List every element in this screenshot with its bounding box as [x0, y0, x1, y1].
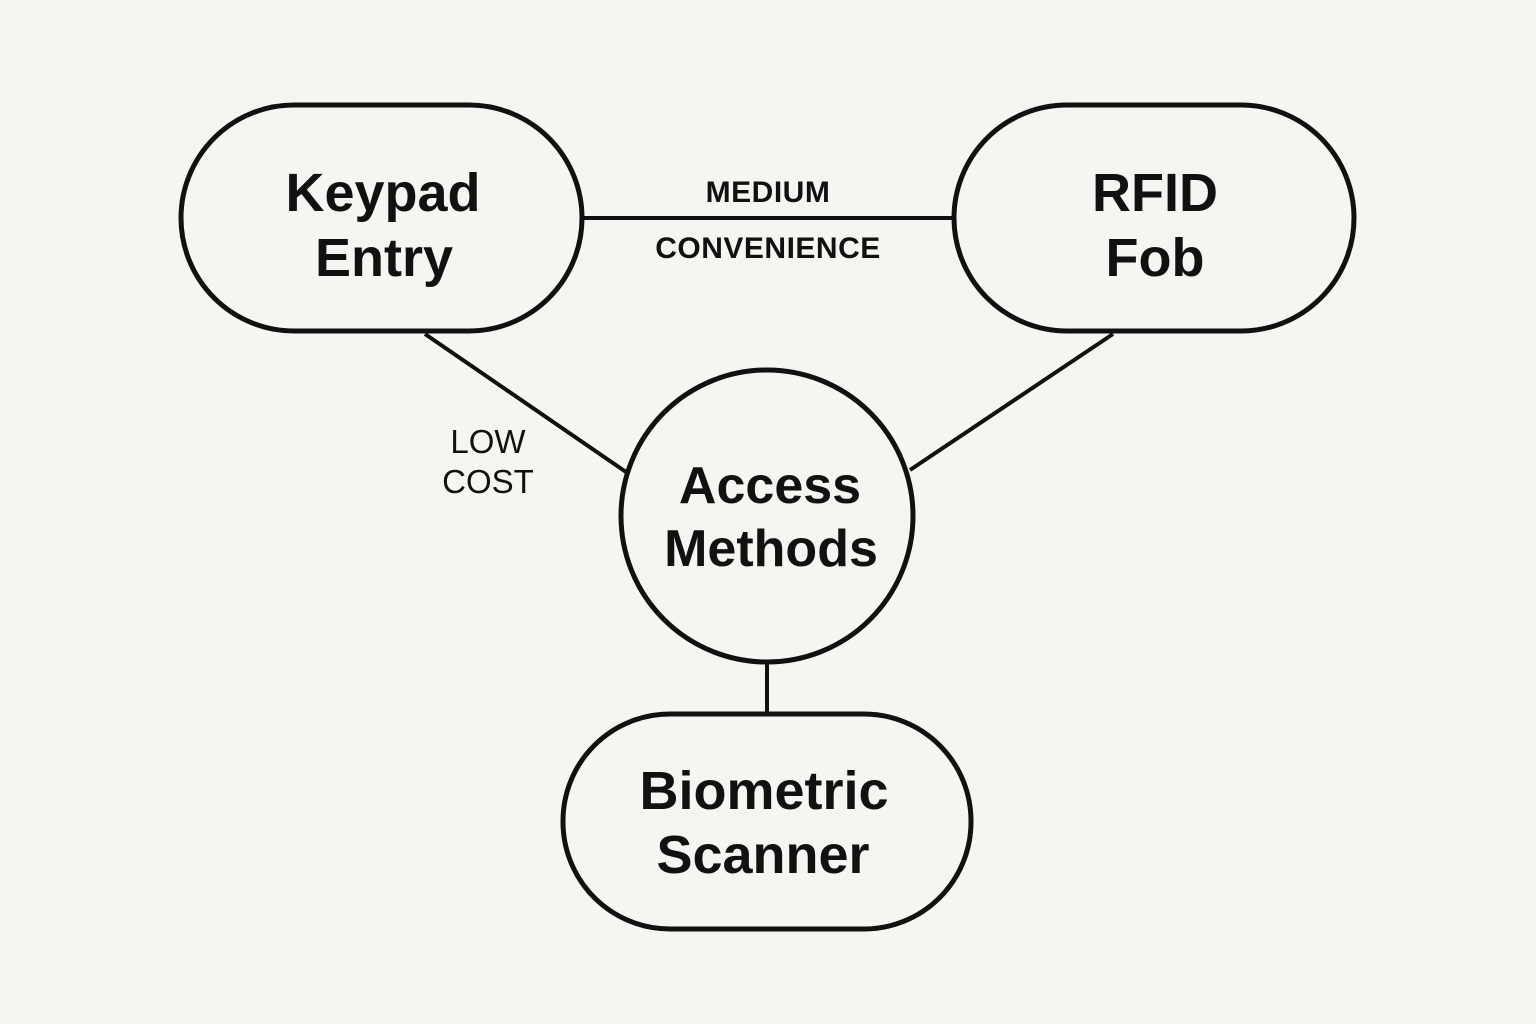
edge-keypad-access: [423, 332, 628, 474]
edge-rfid-access: [908, 332, 1115, 472]
edge-label-medium: MEDIUM: [706, 176, 831, 209]
edge-label-cost: COST: [442, 463, 534, 500]
node-biometric-scanner-shape: [560, 711, 974, 932]
node-rfid-fob-label-line1: RFID: [1092, 163, 1218, 223]
node-rfid-fob[interactable]: RFID Fob: [951, 102, 1357, 334]
node-biometric-scanner-label-line1: Biometric: [639, 761, 888, 821]
node-access-methods-label-line1: Access: [679, 457, 861, 515]
node-rfid-fob-label-line2: Fob: [1106, 228, 1205, 288]
node-keypad-entry[interactable]: Keypad Entry: [178, 102, 585, 334]
node-biometric-scanner-label-line2: Scanner: [656, 825, 869, 885]
node-access-methods[interactable]: Access Methods: [618, 367, 916, 665]
node-access-methods-label-line2: Methods: [664, 520, 878, 578]
node-access-methods-shape: [618, 367, 916, 665]
node-keypad-entry-label-line1: Keypad: [285, 163, 480, 223]
node-keypad-entry-shape: [178, 102, 585, 334]
node-biometric-scanner[interactable]: Biometric Scanner: [560, 711, 974, 932]
edge-label-low: LOW: [450, 423, 526, 460]
node-keypad-entry-label-line2: Entry: [315, 228, 453, 288]
edge-label-convenience: CONVENIENCE: [655, 232, 881, 265]
node-rfid-fob-shape: [951, 102, 1357, 334]
